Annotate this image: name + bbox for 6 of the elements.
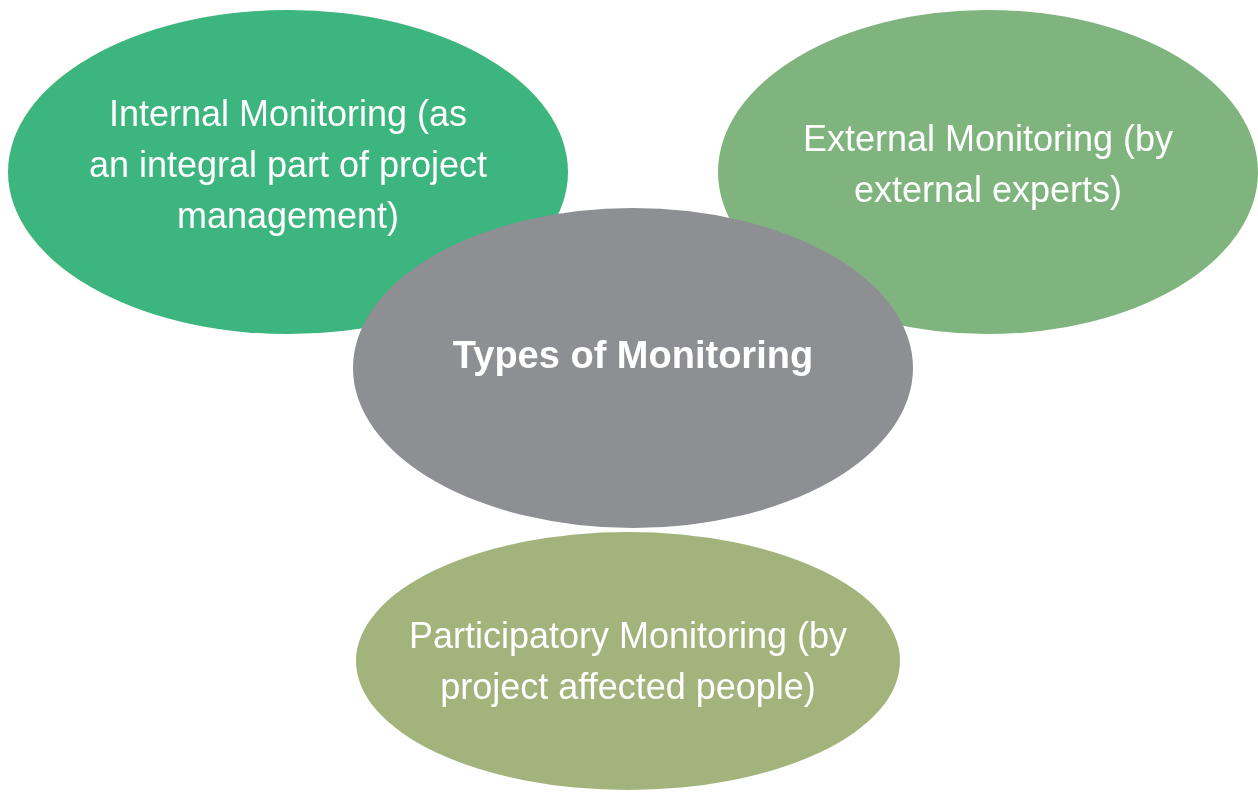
node-label: Participatory Monitoring (by project affected people)	[408, 614, 848, 710]
center-title: Types of Monitoring	[451, 333, 815, 378]
ellipse-node	[718, 10, 1258, 334]
node-label: External Monitoring (by external experts)	[801, 117, 1175, 213]
node-label: Internal Monitoring (as an integral part of project management)	[88, 91, 488, 238]
ellipse-node	[356, 532, 900, 790]
